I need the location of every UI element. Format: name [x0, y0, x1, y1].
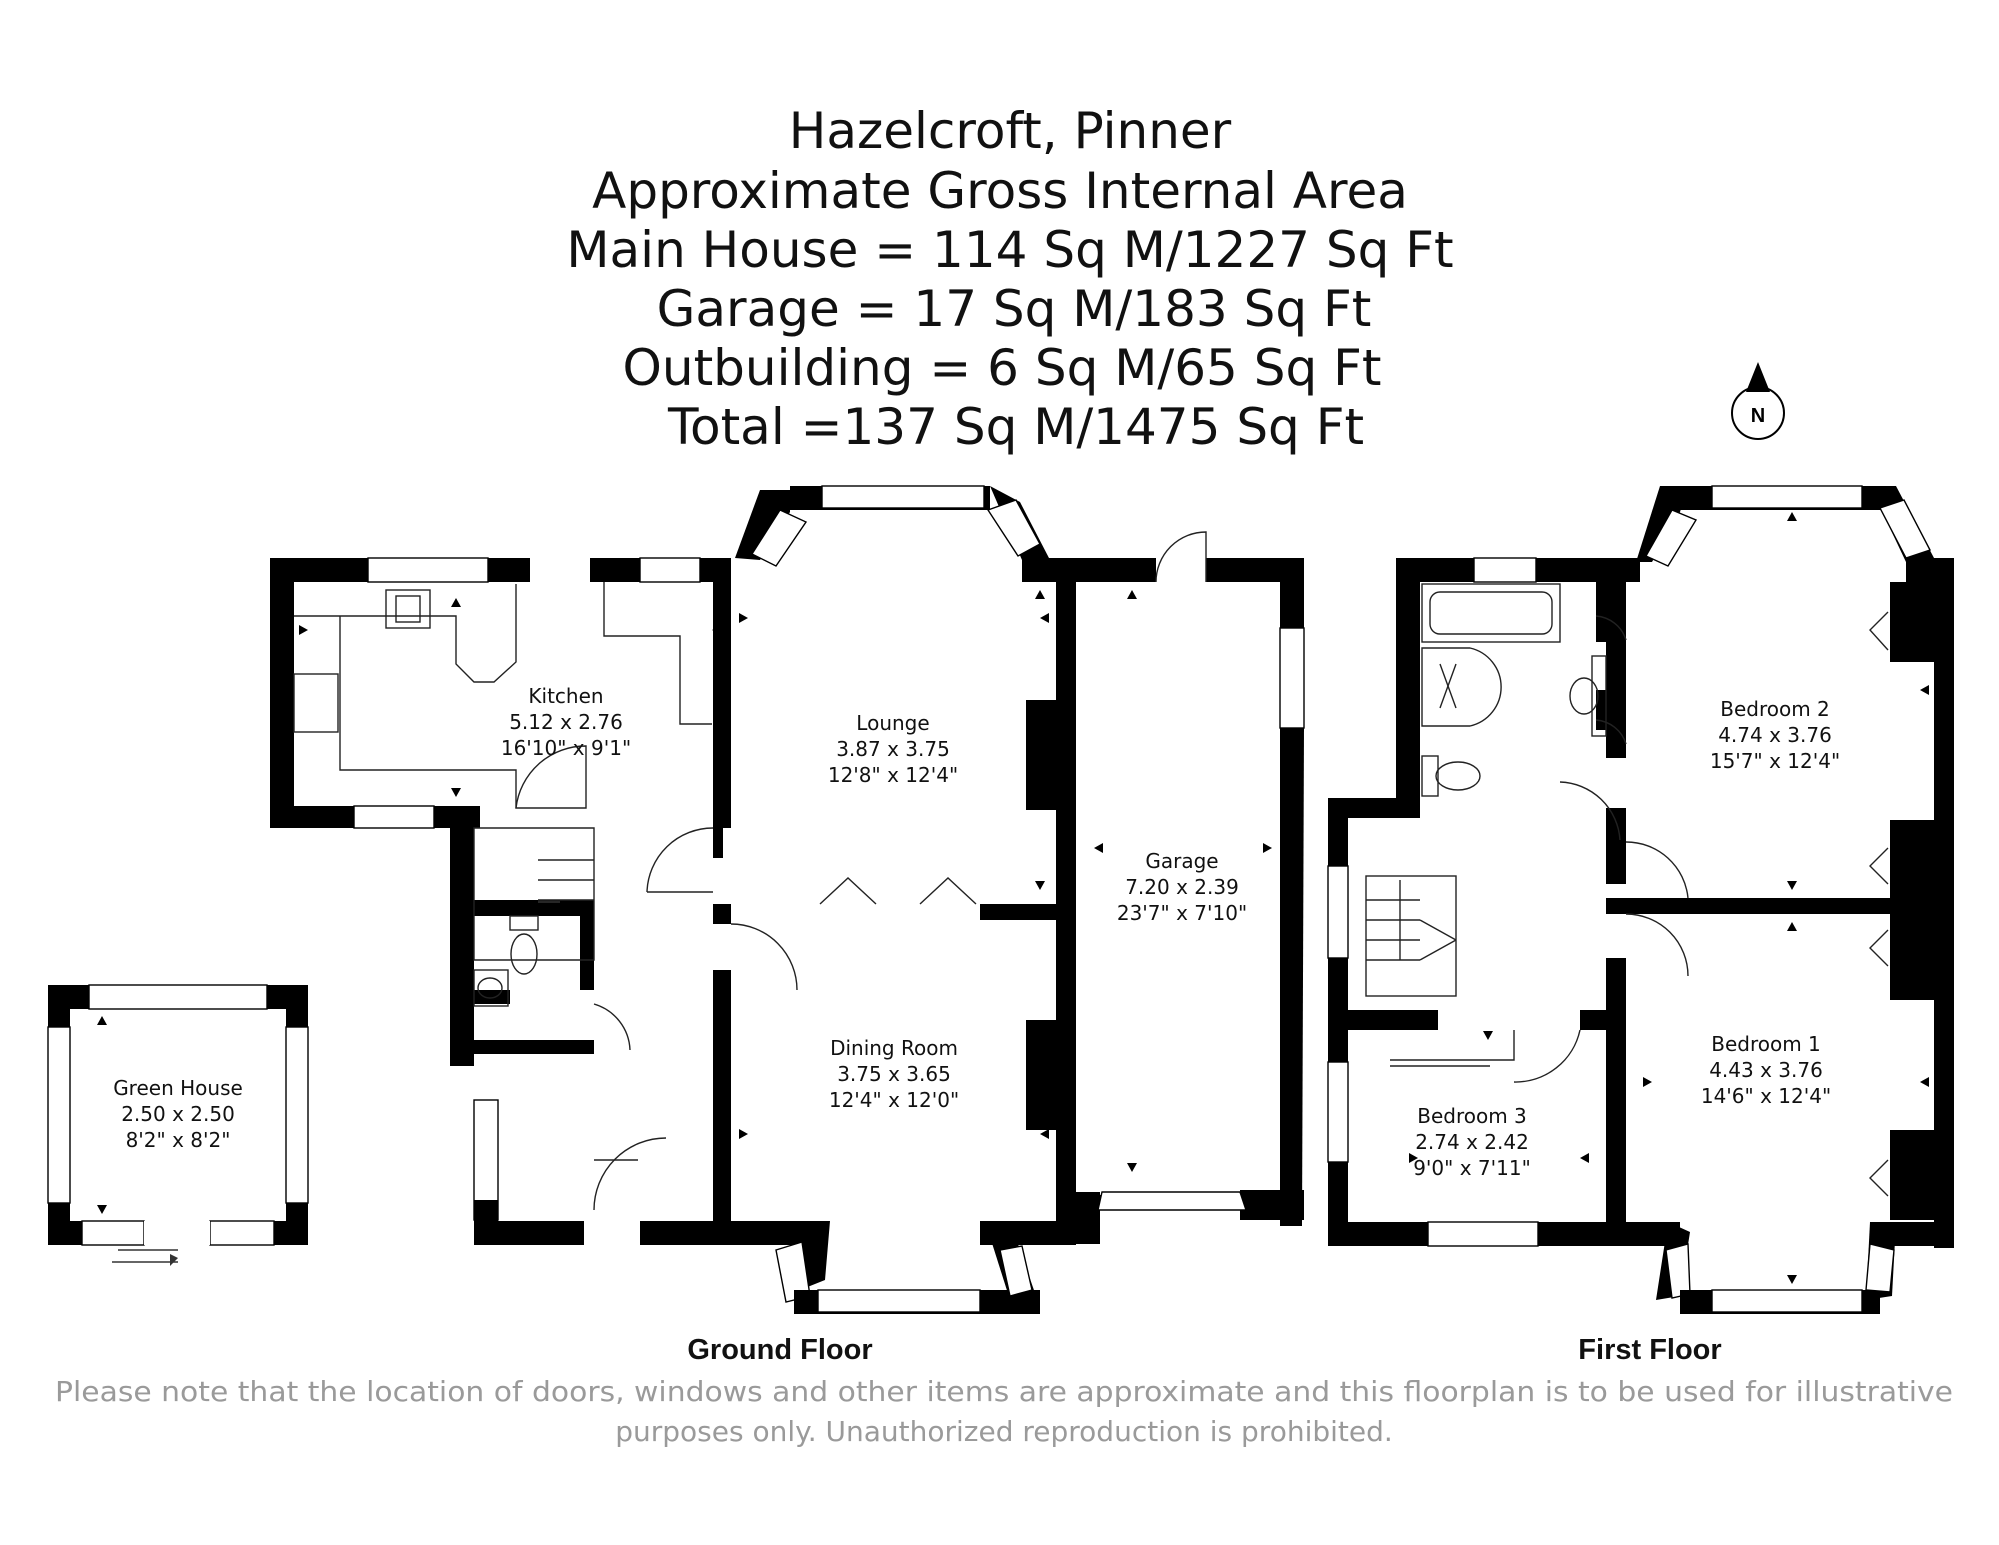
- property-title: Hazelcroft, Pinner: [789, 102, 1232, 160]
- room-dining-name: Dining Room: [830, 1036, 958, 1060]
- first-floor-plan: [1327, 485, 1954, 1314]
- room-kitchen-name: Kitchen: [528, 684, 603, 708]
- room-bedroom1-metric: 4.43 x 3.76: [1709, 1058, 1823, 1082]
- room-lounge-metric: 3.87 x 3.75: [836, 737, 950, 761]
- room-kitchen-metric: 5.12 x 2.76: [509, 710, 623, 734]
- room-bedroom2: Bedroom 2 4.74 x 3.76 15'7" x 12'4": [1710, 697, 1840, 773]
- total-area: Total =137 Sq M/1475 Sq Ft: [667, 398, 1364, 456]
- room-bedroom3: Bedroom 3 2.74 x 2.42 9'0" x 7'11": [1413, 1104, 1531, 1180]
- room-greenhouse: Green House 2.50 x 2.50 8'2" x 8'2": [113, 1076, 243, 1152]
- outbuilding-area: Outbuilding = 6 Sq M/65 Sq Ft: [623, 339, 1382, 397]
- room-bedroom2-imperial: 15'7" x 12'4": [1710, 749, 1840, 773]
- room-garage-name: Garage: [1145, 849, 1218, 873]
- north-compass: N: [1731, 362, 1785, 440]
- room-bedroom3-name: Bedroom 3: [1417, 1104, 1527, 1128]
- room-lounge-imperial: 12'8" x 12'4": [828, 763, 958, 787]
- room-bedroom1-imperial: 14'6" x 12'4": [1701, 1084, 1831, 1108]
- room-greenhouse-imperial: 8'2" x 8'2": [126, 1128, 231, 1152]
- room-dining-metric: 3.75 x 3.65: [837, 1062, 951, 1086]
- room-lounge: Lounge 3.87 x 3.75 12'8" x 12'4": [828, 711, 958, 787]
- room-garage: Garage 7.20 x 2.39 23'7" x 7'10": [1117, 849, 1247, 925]
- room-kitchen: Kitchen 5.12 x 2.76 16'10" x 9'1": [501, 684, 631, 760]
- room-dining-imperial: 12'4" x 12'0": [829, 1088, 959, 1112]
- main-house-area: Main House = 114 Sq M/1227 Sq Ft: [566, 221, 1453, 279]
- room-greenhouse-metric: 2.50 x 2.50: [121, 1102, 235, 1126]
- title-block: Hazelcroft, Pinner Approximate Gross Int…: [566, 102, 1453, 456]
- room-dining: Dining Room 3.75 x 3.65 12'4" x 12'0": [829, 1036, 959, 1112]
- compass-label: N: [1751, 405, 1765, 427]
- disclaimer-line-2: purposes only. Unauthorized reproduction…: [615, 1415, 1393, 1448]
- room-bedroom2-name: Bedroom 2: [1720, 697, 1830, 721]
- room-garage-imperial: 23'7" x 7'10": [1117, 901, 1247, 925]
- ground-floor-plan: [270, 485, 1305, 1314]
- greenhouse-structure: [47, 984, 309, 1266]
- north-arrow-icon: [1746, 362, 1770, 392]
- room-kitchen-imperial: 16'10" x 9'1": [501, 736, 631, 760]
- room-bedroom1: Bedroom 1 4.43 x 3.76 14'6" x 12'4": [1701, 1032, 1831, 1108]
- room-garage-metric: 7.20 x 2.39: [1125, 875, 1239, 899]
- room-greenhouse-name: Green House: [113, 1076, 243, 1100]
- room-bedroom1-name: Bedroom 1: [1711, 1032, 1821, 1056]
- ground-floor-label: Ground Floor: [687, 1334, 872, 1366]
- disclaimer-line-1: Please note that the location of doors, …: [55, 1375, 1953, 1408]
- room-bedroom3-metric: 2.74 x 2.42: [1415, 1130, 1529, 1154]
- first-floor-label: First Floor: [1578, 1334, 1721, 1366]
- area-subtitle: Approximate Gross Internal Area: [592, 162, 1408, 220]
- room-bedroom2-metric: 4.74 x 3.76: [1718, 723, 1832, 747]
- room-bedroom3-imperial: 9'0" x 7'11": [1413, 1156, 1531, 1180]
- garage-area: Garage = 17 Sq M/183 Sq Ft: [657, 280, 1372, 338]
- room-lounge-name: Lounge: [856, 711, 929, 735]
